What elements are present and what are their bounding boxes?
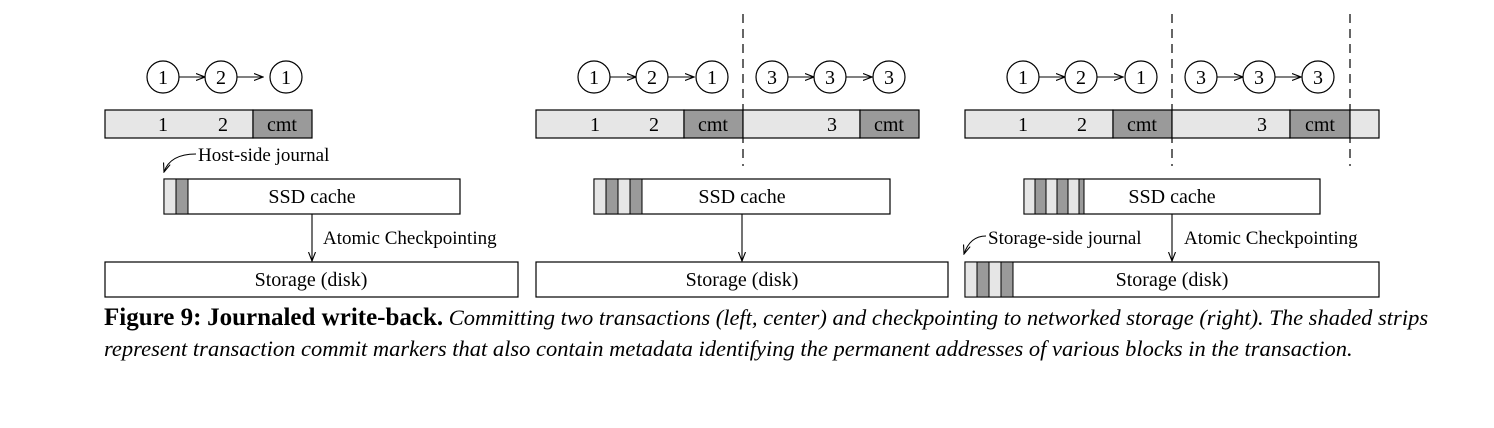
journal-strip-dark (1056, 178, 1069, 215)
log-block-label: 3 (827, 114, 837, 136)
ssd-cache-label: SSD cache (698, 186, 785, 208)
transaction-chain: 1 2 1 (1006, 60, 1158, 94)
commit-block (252, 109, 313, 139)
transaction-node (269, 60, 303, 94)
transaction-node (695, 60, 729, 94)
transaction-node-label: 1 (281, 67, 291, 89)
journal-strip-dark (1000, 261, 1014, 298)
commit-block (683, 109, 744, 139)
commit-block (1112, 109, 1173, 139)
log-block-label: 1 (158, 114, 168, 136)
commit-label: cmt (698, 114, 728, 136)
journaled-write-back-diagram: 1 2 1 1 2 cmt Host-side journal SSD cach… (104, 14, 1380, 298)
journal-strip-dark (175, 178, 189, 215)
journal-strip-light (163, 178, 177, 215)
transaction-node (1301, 60, 1335, 94)
transaction-node-label: 3 (1254, 67, 1264, 89)
figure-number: Figure 9: (104, 304, 202, 331)
ssd-cache-label: SSD cache (268, 186, 355, 208)
figure-description: Committing two transactions (left, cente… (104, 305, 1429, 361)
log-tail (1349, 109, 1380, 139)
storage: Storage (disk) (964, 261, 1380, 298)
panel-left: 1 2 1 1 2 cmt Host-side journal SSD cach… (104, 60, 519, 298)
ssd-cache: SSD cache (1023, 178, 1321, 215)
storage-label: Storage (disk) (686, 269, 799, 291)
log-block-label: 1 (1018, 114, 1028, 136)
journal-strip-light (617, 178, 631, 215)
figure-caption: Figure 9: Journaled write-back. Committi… (104, 302, 1484, 364)
panel-center: 1 2 1 3 3 3 1 2 cmt 3 cmt (535, 14, 949, 298)
commit-label: cmt (1305, 114, 1335, 136)
transaction-chain: 1 2 1 (146, 60, 303, 94)
storage-side-journal-label: Storage-side journal (988, 228, 1142, 249)
commit-label: cmt (267, 114, 297, 136)
transaction-node-label: 3 (767, 67, 777, 89)
figure-title: Journaled write-back. (207, 304, 444, 331)
transaction-chain-second: 3 3 3 (1184, 60, 1335, 94)
journal-strip-dark (1034, 178, 1047, 215)
transaction-node-label: 1 (707, 67, 717, 89)
transaction-node-label: 3 (825, 67, 835, 89)
ssd-cache: SSD cache (593, 178, 891, 215)
transaction-node-label: 1 (1136, 67, 1146, 89)
log-bar: 1 2 cmt 3 cmt (535, 109, 920, 139)
transaction-node-label: 2 (647, 67, 657, 89)
commit-label: cmt (1127, 114, 1157, 136)
journal-strip-light (1023, 178, 1036, 215)
journal-strip-dark (605, 178, 619, 215)
atomic-checkpointing-label: Atomic Checkpointing (323, 228, 497, 249)
transaction-chain: 1 2 1 (577, 60, 729, 94)
journal-strip-light (1067, 178, 1080, 215)
transaction-node-label: 2 (1076, 67, 1086, 89)
log-block-label: 1 (590, 114, 600, 136)
panel-right: 1 2 1 3 3 3 1 2 cmt 3 (964, 14, 1380, 298)
journal-strip-light (964, 261, 978, 298)
commit-block (1289, 109, 1351, 139)
host-side-journal-label: Host-side journal (198, 145, 329, 166)
transaction-node-label: 3 (1196, 67, 1206, 89)
log-block-label: 2 (649, 114, 659, 136)
transaction-node-label: 1 (589, 67, 599, 89)
ssd-cache: SSD cache (163, 178, 461, 215)
storage: Storage (disk) (104, 261, 519, 298)
transaction-node-label: 1 (1018, 67, 1028, 89)
transaction-node-label: 3 (1313, 67, 1323, 89)
journal-pointer-arrow (164, 153, 197, 172)
journal-strip-light (988, 261, 1002, 298)
transaction-node (872, 60, 906, 94)
commit-block (859, 109, 920, 139)
journal-strip-dark (629, 178, 643, 215)
log-block-label: 2 (1077, 114, 1087, 136)
log-bar: 1 2 cmt (104, 109, 313, 139)
log-bar: 1 2 cmt 3 cmt (964, 109, 1380, 139)
log-block-label: 2 (218, 114, 228, 136)
storage-label: Storage (disk) (255, 269, 368, 291)
atomic-checkpointing-label: Atomic Checkpointing (1184, 228, 1358, 249)
journal-strip-light (1045, 178, 1058, 215)
transaction-chain-second: 3 3 3 (755, 60, 906, 94)
journal-strip-light (593, 178, 607, 215)
ssd-cache-label: SSD cache (1128, 186, 1215, 208)
storage: Storage (disk) (535, 261, 949, 298)
journal-strip-dark (1078, 178, 1085, 215)
storage-label: Storage (disk) (1116, 269, 1229, 291)
journal-strip-dark (976, 261, 990, 298)
journal-pointer-arrow (964, 235, 987, 254)
transaction-node (1124, 60, 1158, 94)
transaction-node-label: 3 (884, 67, 894, 89)
transaction-node-label: 2 (216, 67, 226, 89)
commit-label: cmt (874, 114, 904, 136)
log-block-label: 3 (1257, 114, 1267, 136)
transaction-node-label: 1 (158, 67, 168, 89)
